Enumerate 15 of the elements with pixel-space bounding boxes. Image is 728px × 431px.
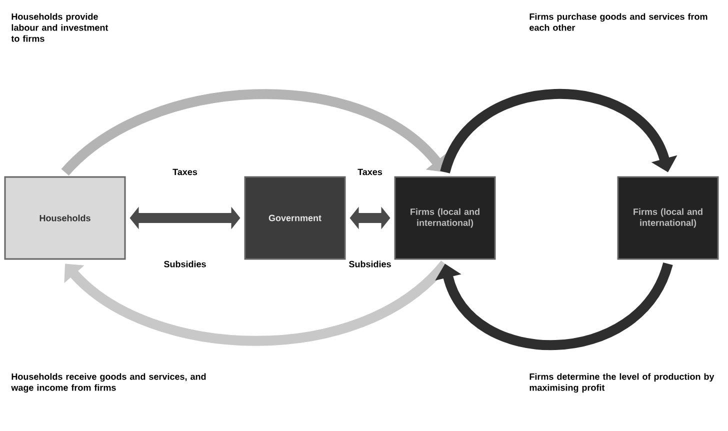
sector-box: Government	[244, 176, 346, 260]
sector-box: Households	[4, 176, 126, 260]
note-text: Firms purchase goods and services from each other	[530, 13, 708, 31]
curved-arrow	[440, 89, 678, 174]
flow-label: Subsidies	[164, 260, 206, 268]
curved-arrow	[435, 262, 673, 350]
note-text: Households receive goods and services, and wage income from firms	[11, 373, 206, 393]
flow-label: Taxes	[172, 168, 198, 176]
note-text: Households provide labour and investment to firms	[11, 13, 108, 42]
flow-label: Subsidies	[349, 260, 391, 268]
note-text: Firms determine the level of production by maximising profit	[530, 373, 714, 393]
sector-box: Firms (local and international)	[394, 176, 496, 260]
curved-arrow	[62, 89, 447, 176]
flow-label: Taxes	[358, 168, 382, 176]
sector-box: Firms (local and international)	[617, 176, 719, 260]
